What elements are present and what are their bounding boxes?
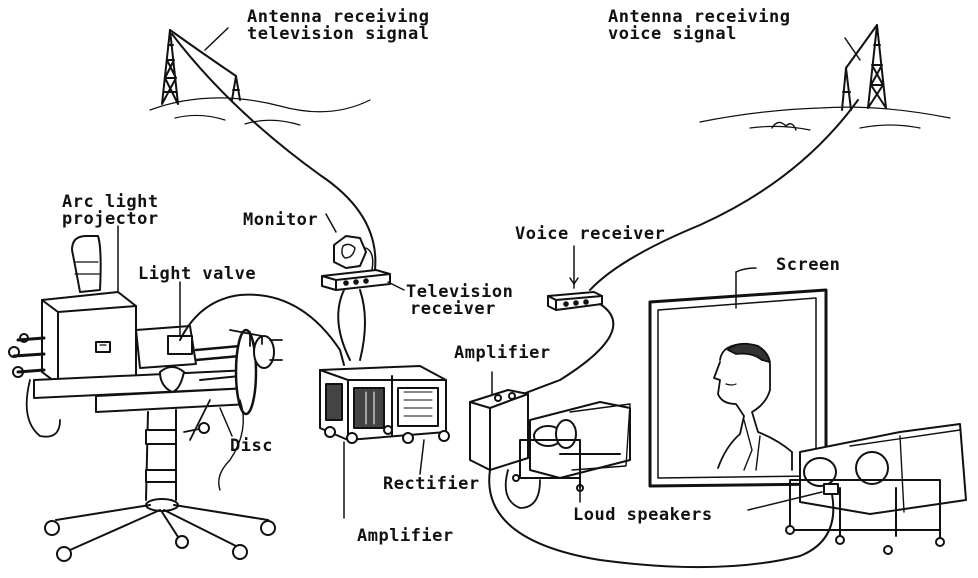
rectifier-label: Rectifier xyxy=(383,474,480,494)
loud-speakers-middle xyxy=(512,401,631,492)
television-receiver-label-line1: Television xyxy=(406,282,514,302)
antenna-tv-label-line1: Antenna receiving xyxy=(247,7,430,27)
voice-receiver-label: Voice receiver xyxy=(515,224,666,244)
screen-portrait xyxy=(713,342,793,471)
tv-antenna-cable xyxy=(171,33,377,271)
antenna-tv-label-line2: television signal xyxy=(247,24,430,44)
antenna-voice-label-line1: Antenna receiving xyxy=(608,7,791,27)
arc-light-label-line1: Arc light xyxy=(62,192,159,212)
speaker-cable xyxy=(488,469,835,569)
projector-wheels xyxy=(44,520,276,562)
loud-speakers-label: Loud speakers xyxy=(573,505,713,525)
voice-receiver-box xyxy=(547,291,603,311)
loud-speakers-right xyxy=(785,423,967,555)
antenna-voice-label-line2: voice signal xyxy=(608,24,737,44)
amplifier-rectifier-cabinets xyxy=(319,365,450,444)
monitor-unit xyxy=(333,235,374,271)
amplifier-bottom-label: Amplifier xyxy=(357,526,454,546)
voice-antenna-towers xyxy=(699,24,951,131)
amplifier-right-unit xyxy=(469,389,529,471)
television-receiver-box xyxy=(321,269,391,291)
disc-label: Disc xyxy=(230,436,273,456)
amplifier-right-label: Amplifier xyxy=(454,343,551,363)
disc-to-amplifier-cable xyxy=(179,293,345,366)
television-receiver-label-line2: receiver xyxy=(410,299,496,319)
light-valve-label: Light valve xyxy=(138,264,257,284)
tv-antenna-towers xyxy=(149,29,371,126)
arc-light-projector xyxy=(8,235,283,551)
arc-light-label-line2: projector xyxy=(62,209,159,229)
screen-label: Screen xyxy=(776,255,841,275)
voice-antenna-cable xyxy=(589,99,859,291)
monitor-label: Monitor xyxy=(243,210,319,230)
